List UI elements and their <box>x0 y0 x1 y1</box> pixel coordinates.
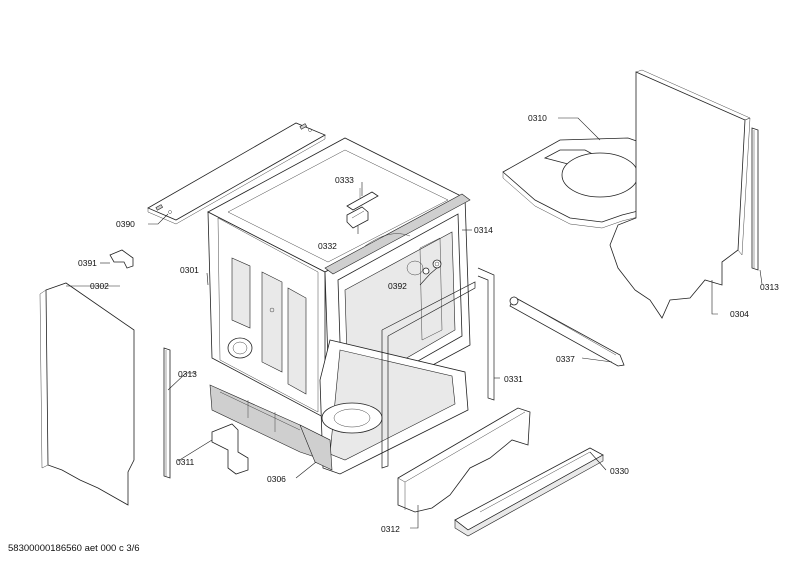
part-rail-frame <box>381 281 476 469</box>
label-0391: 0391 <box>78 258 97 268</box>
label-0313-left: 0313 <box>178 369 197 379</box>
label-0330: 0330 <box>610 466 629 476</box>
part-0331-rod[interactable] <box>477 267 495 401</box>
part-0330-kick-strip[interactable] <box>454 447 604 537</box>
part-0390-top-bracket[interactable] <box>147 122 326 225</box>
part-0391-clip[interactable] <box>109 249 134 269</box>
part-0392-fasteners[interactable] <box>422 259 442 275</box>
part-0313-edge-strip-left[interactable] <box>163 347 171 479</box>
label-0312: 0312 <box>381 524 400 534</box>
label-0313-right: 0313 <box>760 282 779 292</box>
part-labels: 0310 0304 0313 0390 0333 0332 0314 0391 … <box>78 113 779 534</box>
part-0306-base-tray[interactable] <box>209 339 469 475</box>
label-0314: 0314 <box>474 225 493 235</box>
label-0311: 0311 <box>176 457 195 467</box>
part-0333-bracket[interactable] <box>346 188 379 211</box>
label-0337: 0337 <box>556 354 575 364</box>
label-0304: 0304 <box>730 309 749 319</box>
part-0311-foot[interactable] <box>211 423 249 475</box>
part-0332-latch[interactable] <box>346 206 369 229</box>
label-0390: 0390 <box>116 219 135 229</box>
label-0331: 0331 <box>504 374 523 384</box>
label-0392: 0392 <box>388 281 407 291</box>
label-0302: 0302 <box>90 281 109 291</box>
label-0333: 0333 <box>335 175 354 185</box>
leader-lines <box>66 117 763 529</box>
part-0302-side-panel-left[interactable] <box>39 282 135 506</box>
label-0306: 0306 <box>267 474 286 484</box>
part-0337-rail[interactable] <box>509 296 625 367</box>
part-0304-side-panel-right[interactable] <box>609 69 751 319</box>
document-id-footer: 58300000186560 aet 000 c 3/6 <box>8 543 140 554</box>
label-0332: 0332 <box>318 241 337 251</box>
part-0313-edge-strip-right[interactable] <box>751 127 759 271</box>
part-0312-front-insulation[interactable] <box>397 407 531 513</box>
label-0310: 0310 <box>528 113 547 123</box>
label-0301: 0301 <box>180 265 199 275</box>
